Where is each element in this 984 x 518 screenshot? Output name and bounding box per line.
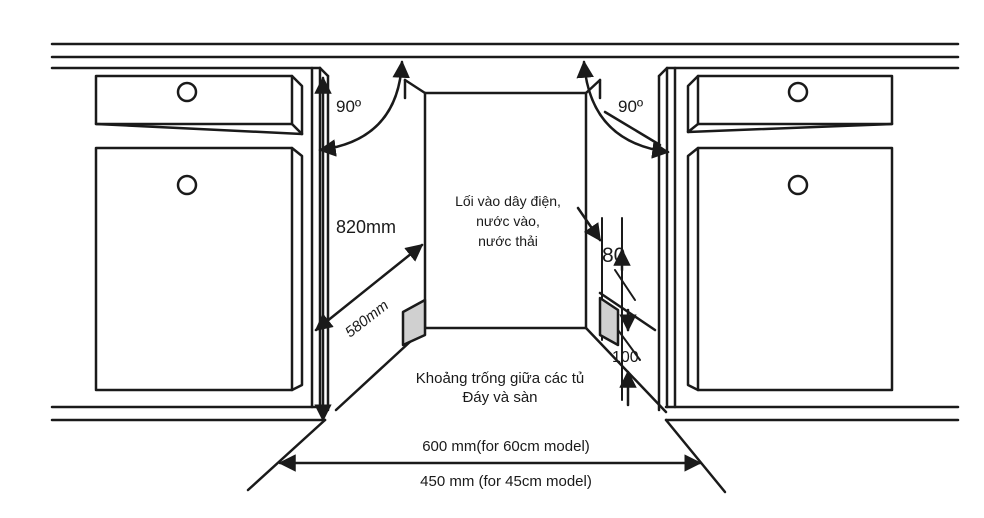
gap-label-line1: Khoảng trống giữa các tủ [416,370,585,387]
right-cabinet-side [657,66,677,412]
width-extension-right [664,418,727,494]
angle-left-label: 90º [336,97,361,116]
left-door [94,146,304,392]
right-plinth [598,296,620,347]
right-drawer [686,74,894,134]
right-door-knob-icon [787,174,809,196]
countertop [50,42,960,70]
right-door-swing-arc [576,60,670,159]
left-door-swing-arc [318,60,410,157]
left-plinth [401,298,427,347]
angle-right-label: 90º [618,97,643,116]
right-door [686,146,894,392]
inlet-label-line2: nước vào, [476,213,540,229]
inlet-label-line3: nước thải [478,233,538,249]
left-drawer [94,74,304,136]
dim-80-label: 80 [602,244,625,267]
inlet-label-line1: Lối vào dây điện, [455,193,561,209]
width-45-label: 450 mm (for 45cm model) [420,473,592,490]
dim-100-label: 100 [612,349,639,366]
gap-label-line2: Đáy và sàn [462,389,537,406]
floor-line [50,405,960,422]
left-door-knob-icon [176,174,198,196]
left-cabinet-side [310,66,330,412]
width-extension-left [246,418,327,492]
height-label: 820mm [336,217,396,237]
left-drawer-knob-icon [176,81,198,103]
inlet-pointer-arrow [576,206,602,242]
width-60-label: 600 mm(for 60cm model) [422,438,590,455]
depth-dimension-arrow [314,243,424,332]
right-drawer-knob-icon [787,81,809,103]
